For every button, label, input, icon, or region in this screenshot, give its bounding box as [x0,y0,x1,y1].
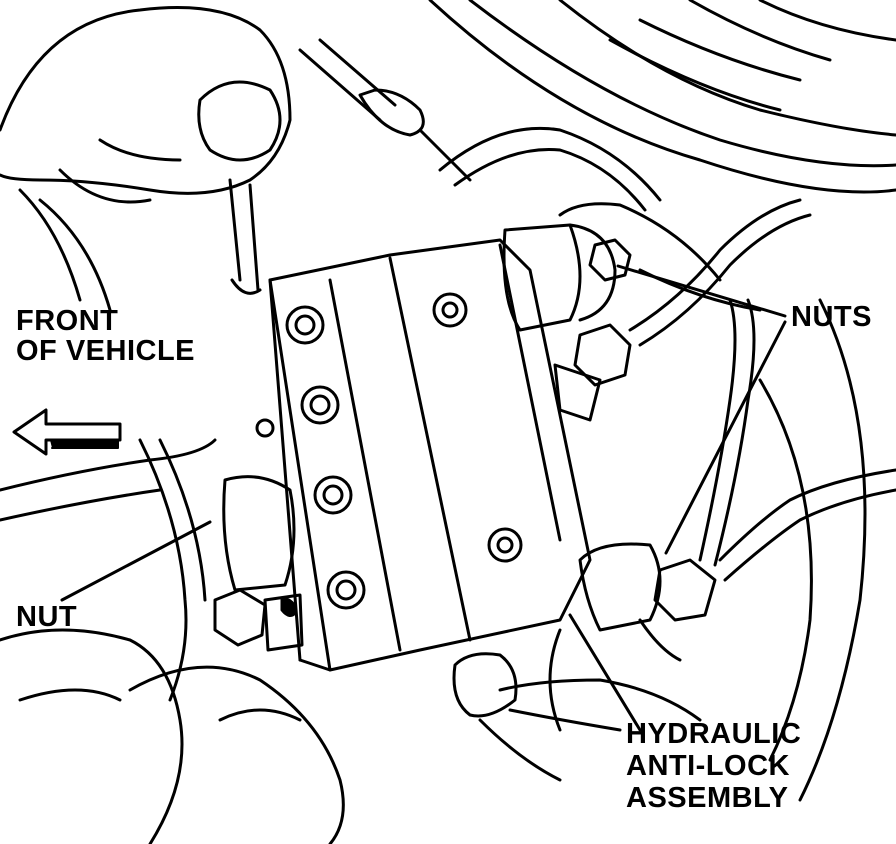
lower-connector [452,652,702,782]
lower-left-structure [0,188,345,844]
nuts-label: NUTS [791,301,872,333]
front-of-vehicle-line-1: FRONT [16,305,119,337]
hand-with-tool [0,6,472,295]
hydraulic-assembly-line-2: ANTI-LOCK [626,750,790,782]
nut-shapes [213,238,717,652]
port-holes [255,292,523,610]
front-of-vehicle-line-2: OF VEHICLE [16,335,196,367]
hydraulic-assembly-line-1: HYDRAULIC [626,718,802,750]
brake-lines-right [548,198,896,732]
front-of-vehicle-label: FRONT OF VEHICLE [16,306,195,366]
leader-lines [60,264,787,732]
arrow-left-icon [12,408,122,456]
mount-bushings [222,223,662,632]
brake-lines-upper [438,126,762,312]
hydraulic-unit-body [268,238,592,672]
hydraulic-assembly-label: HYDRAULIC ANTI-LOCK ASSEMBLY [626,718,801,814]
nut-label: NUT [16,601,78,633]
hydraulic-assembly-line-3: ASSEMBLY [626,782,789,814]
wheel-well-arcs [428,0,896,802]
